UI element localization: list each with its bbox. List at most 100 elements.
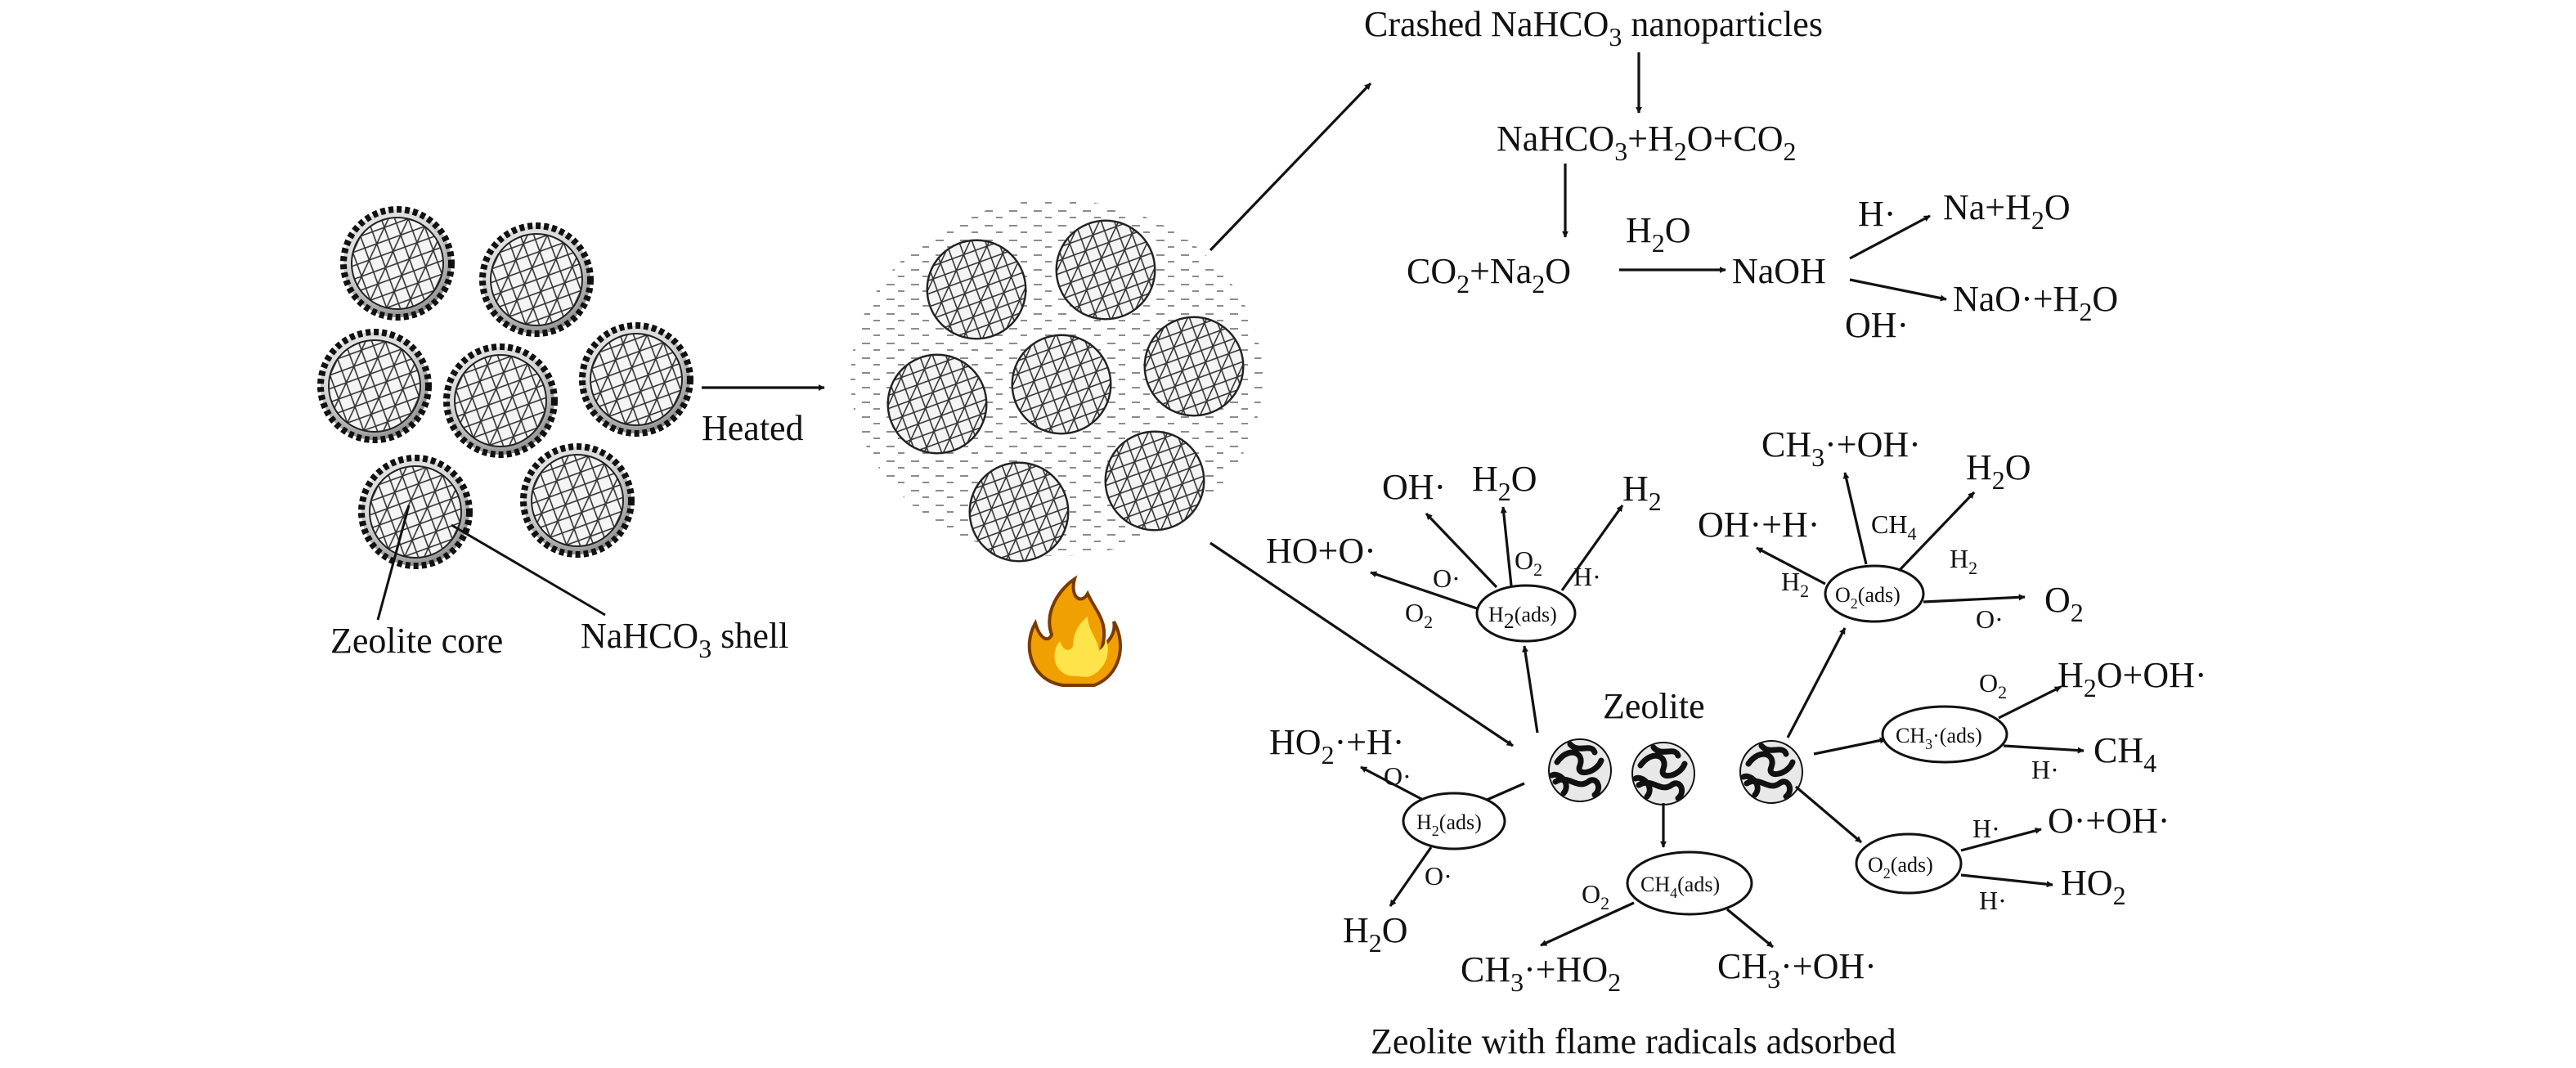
decomposing-particle-icon	[886, 353, 988, 455]
ch4-ads	[1626, 850, 1753, 916]
to-h2o-right-arrow	[1897, 491, 1976, 572]
h2-upper-label: H2	[1622, 469, 1662, 516]
h-small-ch4: H·	[2031, 755, 2059, 784]
zeolite-fragment-icon	[1549, 739, 1611, 801]
to-ch4-arrow	[2003, 744, 2085, 754]
ch3-ho2-label: CH3·+HO2	[1461, 949, 1621, 997]
to-na-h2o-arrow	[1849, 214, 1931, 260]
h2o-right-label: H2O	[1966, 447, 2031, 495]
h2-small-left: H2	[1781, 567, 1809, 601]
to-crashed-arrow	[1209, 82, 1372, 252]
oh-upper-label: OH·	[1382, 467, 1446, 507]
to-oh-h-arrow	[1756, 546, 1826, 586]
o2-ads-lower-label: O2(ads)	[1868, 853, 1933, 882]
caption: Zeolite with flame radicals adsorbed	[1371, 1021, 1896, 1061]
decomposing-cluster	[850, 200, 1263, 563]
decomposing-particle-icon	[1143, 316, 1245, 417]
to-h2o-oh-arrow	[1998, 685, 2062, 720]
shell-leader	[451, 523, 606, 617]
h-small-ho2: H·	[1979, 886, 2007, 915]
zeolite-core-label: Zeolite core	[330, 621, 503, 661]
zeolite-fragment-icon	[1740, 741, 1802, 803]
to-h2o-lower-arrow	[1389, 846, 1433, 907]
zeolite-nahco3-particle-icon	[321, 332, 429, 440]
to-h2-upper-arrow	[1560, 505, 1624, 591]
ch3-ads-label: CH3·(ads)	[1896, 724, 1982, 752]
h2-ads-lower	[1402, 792, 1506, 850]
ch3-oh-lower-label: CH3·+OH·	[1717, 946, 1877, 994]
o2-small-right: O2	[1979, 668, 2007, 702]
h-radical-label: H·	[1858, 194, 1896, 234]
to-ch3-oh-arrow	[1842, 472, 1868, 565]
h2o-lower-label: H2O	[1343, 910, 1408, 958]
to-ch3-ho2-arrow	[1540, 901, 1635, 947]
to-zeolite-arrow	[1209, 541, 1514, 747]
decomposing-particle-icon	[1055, 219, 1156, 321]
ch4-label: CH4	[2094, 730, 2156, 778]
o2-ads-upper	[1824, 564, 1925, 623]
h-radical-small: H·	[1573, 562, 1601, 591]
to-oh-upper-arrow	[1425, 512, 1498, 589]
coated-particle-cluster	[321, 209, 690, 566]
o2-small-mid: O2	[1515, 545, 1542, 580]
co2-na2o-label: CO2+Na2O	[1407, 251, 1571, 298]
oh-radical-label: OH·	[1845, 305, 1909, 345]
ch3-ads	[1881, 705, 2008, 764]
decomposing-particle-icon	[1011, 334, 1112, 435]
h2-ads-upper	[1475, 584, 1577, 643]
h2o-oh-label: H2O+OH·	[2058, 655, 2207, 702]
zeolite-nahco3-particle-icon	[447, 347, 554, 455]
decomposing-particle-icon	[968, 461, 1070, 563]
nao-h2o-label: NaO·+H2O	[1953, 279, 2118, 326]
zeolite-nahco3-particle-icon	[361, 458, 469, 566]
zeolite-label: Zeolite	[1603, 686, 1705, 726]
h2o-condition-label: H2O	[1626, 210, 1691, 258]
to-nao-h2o-arrow	[1849, 278, 1947, 302]
to-ho2-arrow	[1960, 873, 2053, 888]
zeolite-nahco3-particle-icon	[523, 446, 631, 554]
crashed-label: Crashed NaHCO3 nanoparticles	[1364, 4, 1823, 52]
h2-ads-upper-label: H2(ads)	[1488, 603, 1557, 633]
na-h2o-label: Na+H2O	[1943, 187, 2071, 235]
frag-to-ch3ads-arrow	[1813, 737, 1887, 756]
flame-icon	[1027, 575, 1122, 687]
to-o-oh-arrow	[1960, 827, 2042, 852]
to-ho-o-arrow	[1370, 571, 1478, 610]
naoh-label: NaOH	[1732, 251, 1826, 291]
decomposing-particle-icon	[926, 239, 1027, 340]
frag-to-o2ads-arrow	[1786, 627, 1847, 738]
heated-label: Heated	[702, 408, 804, 448]
o-small-lower: O·	[1384, 761, 1411, 791]
zeolite-nahco3-particle-icon	[343, 209, 451, 317]
h2o-upper-label: H2O	[1472, 459, 1537, 506]
zeolite-nahco3-particle-icon	[582, 325, 690, 433]
zeolite-fragment-icon	[1632, 743, 1694, 805]
to-h2o-upper-arrow	[1500, 506, 1513, 586]
to-ho2-h-arrow	[1360, 765, 1424, 801]
nahco3-shell-label: NaHCO3 shell	[581, 616, 788, 663]
ho-o-label: HO+O·	[1266, 531, 1376, 571]
ch3-oh-label: CH3·+OH·	[1761, 424, 1921, 472]
h-small-o-oh: H·	[1972, 814, 2000, 843]
decomposition-products: NaHCO3+H2O+CO2	[1497, 119, 1797, 166]
zeolite-nahco3-particle-icon	[482, 226, 590, 334]
ch4-small: CH4	[1871, 509, 1916, 544]
o-radical-small: O·	[1433, 563, 1461, 593]
o2-ads-lower	[1855, 832, 1963, 895]
ho2-label: HO2	[2061, 863, 2126, 910]
oh-h-label: OH·+H·	[1698, 505, 1820, 545]
o2-small-left: O2	[1405, 598, 1433, 632]
h2-ads-lower-label: H2(ads)	[1416, 810, 1482, 839]
o-small-lower2: O·	[1425, 861, 1452, 891]
o2-label: O2	[2044, 580, 2084, 627]
ho2-h-label: HO2·+H·	[1269, 722, 1404, 770]
to-ch3-oh-lower-arrow	[1726, 908, 1775, 949]
o-oh-label: O·+OH·	[2048, 801, 2170, 841]
o2-small-lower-mid: O2	[1582, 879, 1609, 913]
o-radical-small-right: O·	[1976, 604, 2004, 634]
h2-small-right: H2	[1950, 544, 1977, 578]
frag-to-o2ads-lower-arrow	[1794, 785, 1863, 844]
o2-ads-upper-label: O2(ads)	[1835, 583, 1901, 612]
ch4-ads-label: CH4(ads)	[1640, 873, 1720, 901]
